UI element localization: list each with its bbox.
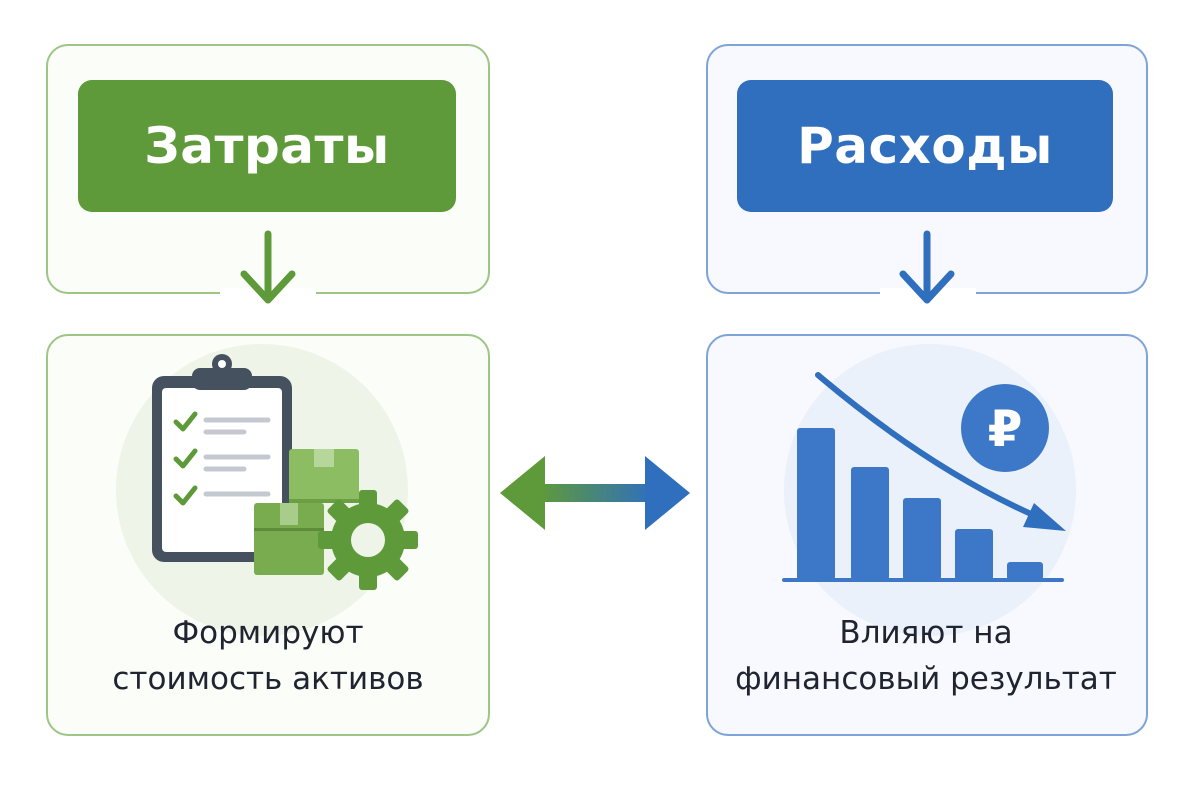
down-arrow-icon-blue: [899, 230, 955, 304]
ruble-coin-icon: ₽: [961, 384, 1049, 472]
costs-caption-line1: Формируют: [172, 615, 364, 651]
costs-title: Затраты: [78, 80, 456, 212]
gear-icon: [318, 490, 418, 590]
box-icon: [254, 449, 359, 575]
costs-caption: Формируют стоимость активов: [60, 610, 476, 702]
bar-chart-icon: [782, 428, 1064, 582]
down-trend-arrow-icon: [815, 372, 1066, 531]
expenses-caption: Влияют на финансовый результат: [716, 610, 1136, 702]
expenses-illustration: ₽: [782, 344, 1076, 636]
expenses-caption-line1: Влияют на: [839, 615, 1013, 651]
expenses-title: Расходы: [737, 80, 1113, 212]
ruble-symbol: ₽: [988, 400, 1023, 458]
expenses-caption-line2: финансовый результат: [735, 661, 1117, 697]
down-arrow-icon-green: [240, 230, 296, 304]
costs-illustration: [116, 344, 418, 636]
costs-caption-line2: стоимость активов: [112, 661, 424, 697]
double-arrow-icon: [500, 456, 690, 530]
